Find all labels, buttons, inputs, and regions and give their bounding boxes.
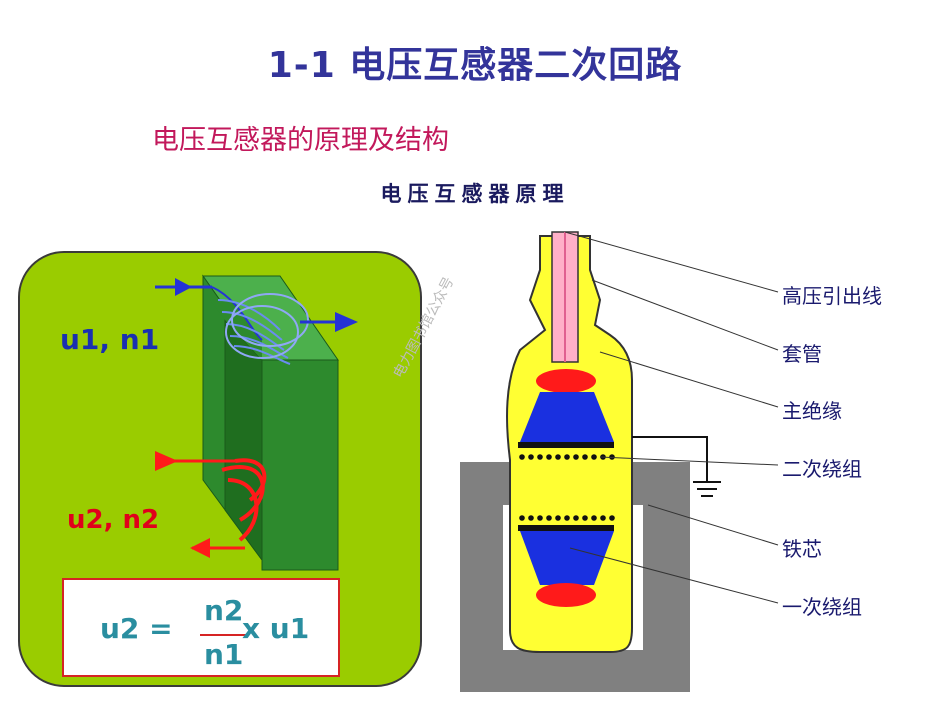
primary-coil <box>155 278 358 365</box>
ground-icon <box>632 436 721 497</box>
label-iron-core: 铁芯 <box>782 537 822 561</box>
label-bushing: 套管 <box>782 342 822 366</box>
secondary-label: u2, n2 <box>67 505 160 535</box>
label-hv-lead: 高压引出线 <box>782 284 882 308</box>
secondary-winding <box>519 454 615 460</box>
secondary-coil <box>155 451 267 558</box>
page-title: 1-1 电压互感器二次回路 <box>267 45 683 86</box>
formula-box: u2 = n2 n1 x u1 <box>62 578 340 677</box>
label-main-insulation: 主绝缘 <box>782 399 842 423</box>
formula-denominator: n1 <box>204 638 244 671</box>
primary-label: u1, n1 <box>60 323 160 356</box>
diagram-caption: 电压互感器原理 <box>380 181 570 206</box>
label-secondary-winding: 二次绕组 <box>782 457 862 481</box>
primary-winding <box>518 515 615 607</box>
formula-multiplier: x u1 <box>242 612 310 645</box>
section-subtitle: 电压互感器的原理及结构 <box>152 125 449 156</box>
main-insulation <box>518 369 614 448</box>
leader-lines <box>564 231 779 604</box>
label-primary-winding: 一次绕组 <box>782 595 862 619</box>
formula-numerator: n2 <box>204 594 244 627</box>
formula-lhs: u2 = <box>100 612 173 645</box>
transformer-core <box>202 274 339 571</box>
fraction-bar <box>200 634 248 636</box>
